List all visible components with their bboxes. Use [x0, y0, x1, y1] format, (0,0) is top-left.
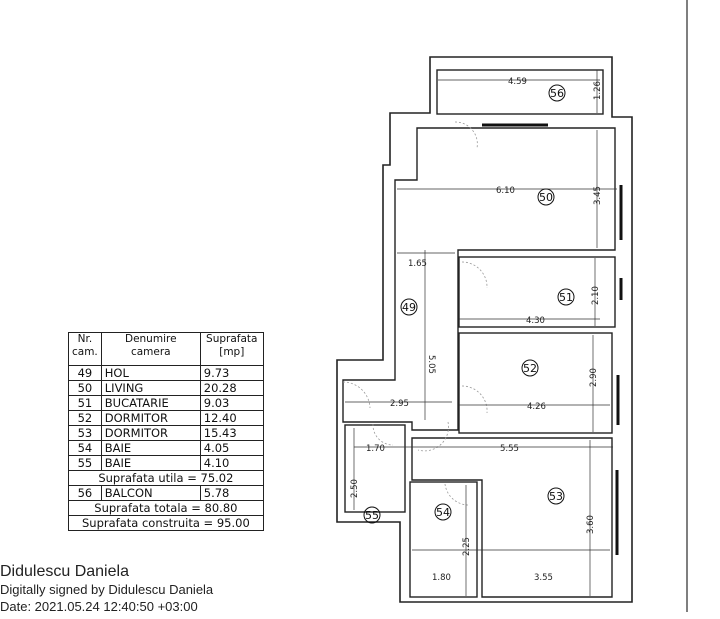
dim-bath55-width: 1.70	[366, 444, 385, 454]
row-area: 5.78	[199, 485, 264, 501]
row-name: DORMITOR	[100, 410, 201, 426]
row-nr: 56	[68, 485, 102, 501]
useful-area-row: Suprafata utila = 75.02	[68, 470, 264, 486]
room-number-53: 53	[549, 490, 563, 503]
row-nr: 51	[68, 395, 102, 411]
total-area: Suprafata totala = 80.80	[68, 500, 264, 516]
dim-bath54-width: 1.80	[432, 573, 451, 583]
room-number-markers	[363, 84, 575, 524]
dim-balcony-width: 4.59	[508, 77, 527, 87]
row-nr: 53	[68, 425, 102, 441]
room-number-54: 54	[436, 506, 450, 519]
header-name: Denumire camera	[100, 332, 201, 366]
dim-living-width: 6.10	[496, 186, 515, 196]
room-number-51: 51	[559, 291, 573, 304]
dimension-lines	[345, 70, 617, 596]
built-area: Suprafata construita = 95.00	[68, 515, 264, 531]
table-header: Nr. cam. Denumire camera Suprafata [mp]	[68, 332, 264, 366]
row-area: 20.28	[199, 380, 264, 396]
dim-bedroom53-bottom: 3.55	[534, 573, 553, 583]
table-row: 56 BALCON 5.78	[68, 485, 264, 501]
row-name: DORMITOR	[100, 425, 201, 441]
dim-hall-width: 1.65	[408, 259, 427, 269]
row-area: 4.05	[199, 440, 264, 456]
built-area-row: Suprafata construita = 95.00	[68, 515, 264, 531]
row-name: LIVING	[100, 380, 201, 396]
room-number-55: 55	[365, 509, 379, 522]
room-kitchen	[458, 256, 616, 328]
row-area: 9.03	[199, 395, 264, 411]
room-area-table: Nr. cam. Denumire camera Suprafata [mp] …	[68, 332, 264, 531]
dim-balcony-depth: 1.26	[593, 81, 603, 100]
row-nr: 54	[68, 440, 102, 456]
dim-living-depth: 3.45	[593, 186, 603, 205]
row-name: BAIE	[100, 440, 201, 456]
room-number-56: 56	[550, 87, 564, 100]
dim-bedroom53-depth: 3.60	[586, 515, 596, 534]
dim-entrance-width: 2.95	[390, 399, 409, 409]
dim-kitchen-depth: 2.10	[591, 286, 601, 305]
dim-kitchen-width: 4.30	[526, 316, 545, 326]
dim-bath54-depth: 2.25	[462, 537, 472, 556]
signature-date: Date: 2021.05.24 12:40:50 +03:00	[0, 599, 198, 614]
dimension-labels: 4.59 1.26 6.10 3.45 1.65 5.05 4.30 2.10 …	[350, 77, 603, 583]
row-nr: 50	[68, 380, 102, 396]
door-swings	[342, 121, 488, 506]
room-bath-55	[344, 424, 406, 513]
room-bedroom-53	[411, 437, 613, 598]
dim-bedroom53-width: 5.55	[500, 444, 519, 454]
row-area: 4.10	[199, 455, 264, 471]
signature-name: Didulescu Daniela	[0, 563, 129, 580]
row-nr: 55	[68, 455, 102, 471]
row-name: BALCON	[100, 485, 201, 501]
room-balcony	[436, 69, 604, 115]
signature-signed-by: Digitally signed by Didulescu Daniela	[0, 582, 214, 597]
row-nr: 52	[68, 410, 102, 426]
windows	[482, 123, 623, 555]
row-area: 12.40	[199, 410, 264, 426]
row-area: 9.73	[199, 365, 264, 381]
room-hall-living	[342, 127, 616, 431]
total-area-row: Suprafata totala = 80.80	[68, 500, 264, 516]
header-nr: Nr. cam.	[68, 332, 102, 366]
dim-bedroom52-width: 4.26	[527, 402, 546, 412]
row-nr: 49	[68, 365, 102, 381]
room-bedroom-52	[458, 332, 613, 434]
row-area: 15.43	[199, 425, 264, 441]
room-number-50: 50	[539, 191, 553, 204]
useful-area: Suprafata utila = 75.02	[68, 470, 264, 486]
row-name: BUCATARIE	[100, 395, 201, 411]
dim-hall-length: 5.05	[426, 355, 436, 374]
row-name: BAIE	[100, 455, 201, 471]
room-number-52: 52	[523, 362, 537, 375]
room-number-49: 49	[402, 301, 416, 314]
dim-bedroom52-depth: 2.90	[589, 368, 599, 387]
header-area: Suprafata [mp]	[199, 332, 264, 366]
row-name: HOL	[100, 365, 201, 381]
dim-bath55-depth: 2.50	[350, 479, 360, 498]
